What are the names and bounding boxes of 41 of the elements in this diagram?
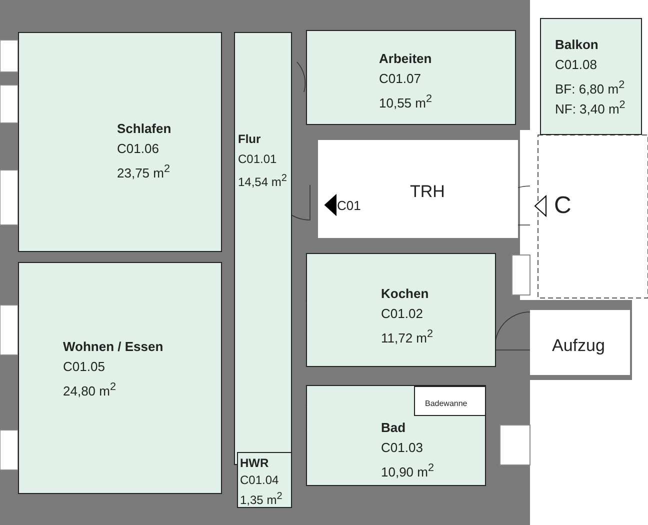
room-size: 23,75 m$^{2}$ bbox=[117, 162, 170, 182]
room-area bbox=[306, 385, 486, 486]
room-number: C01.08 bbox=[555, 57, 597, 73]
room-name: Bad bbox=[381, 420, 406, 436]
room-size: 14,54 m$^{2}$ bbox=[238, 172, 287, 190]
room-size: BF: 6,80 m$^{2}$ bbox=[555, 78, 625, 98]
room-size: 1,35 m$^{2}$ bbox=[240, 490, 282, 508]
room-name: Wohnen / Essen bbox=[63, 339, 164, 355]
room-name: Kochen bbox=[381, 286, 429, 302]
room-number: C01.05 bbox=[63, 359, 105, 375]
fixture-box bbox=[414, 386, 486, 416]
room-area bbox=[530, 310, 630, 375]
room-number: C01.04 bbox=[240, 472, 279, 488]
fixture-label: Badewanne bbox=[425, 398, 468, 410]
room-name: Schlafen bbox=[117, 121, 172, 137]
room-name: Balkon bbox=[555, 37, 598, 53]
room-number: C01.02 bbox=[381, 306, 423, 322]
room-name: Aufzug bbox=[552, 338, 605, 354]
room-size: 24,80 m$^{2}$ bbox=[63, 380, 116, 400]
room-area bbox=[234, 32, 292, 465]
room-number: C01.06 bbox=[117, 141, 159, 157]
room-number: C01.01 bbox=[238, 151, 277, 167]
entrance-label: C01 bbox=[337, 197, 361, 214]
room-size: 11,72 m$^{2}$ bbox=[381, 327, 434, 346]
room-name: Arbeiten bbox=[379, 51, 432, 67]
room-area bbox=[18, 32, 222, 252]
room-area bbox=[306, 30, 516, 125]
room-number: C01.07 bbox=[379, 71, 421, 87]
room-size: 10,90 m$^{2}$ bbox=[381, 461, 434, 480]
room-area bbox=[237, 452, 292, 508]
entrance-label: C bbox=[554, 192, 572, 220]
room-area bbox=[306, 253, 496, 367]
room-size: 10,55 m$^{2}$ bbox=[379, 92, 432, 112]
room-name: Flur bbox=[238, 131, 261, 147]
room-name: HWR bbox=[240, 455, 269, 471]
room-size: NF: 3,40 m$^{2}$ bbox=[555, 98, 626, 118]
room-name: TRH bbox=[410, 184, 445, 200]
room-area bbox=[540, 18, 642, 135]
room-area bbox=[318, 140, 518, 238]
room-number: C01.03 bbox=[381, 440, 423, 456]
room-area bbox=[18, 262, 222, 494]
